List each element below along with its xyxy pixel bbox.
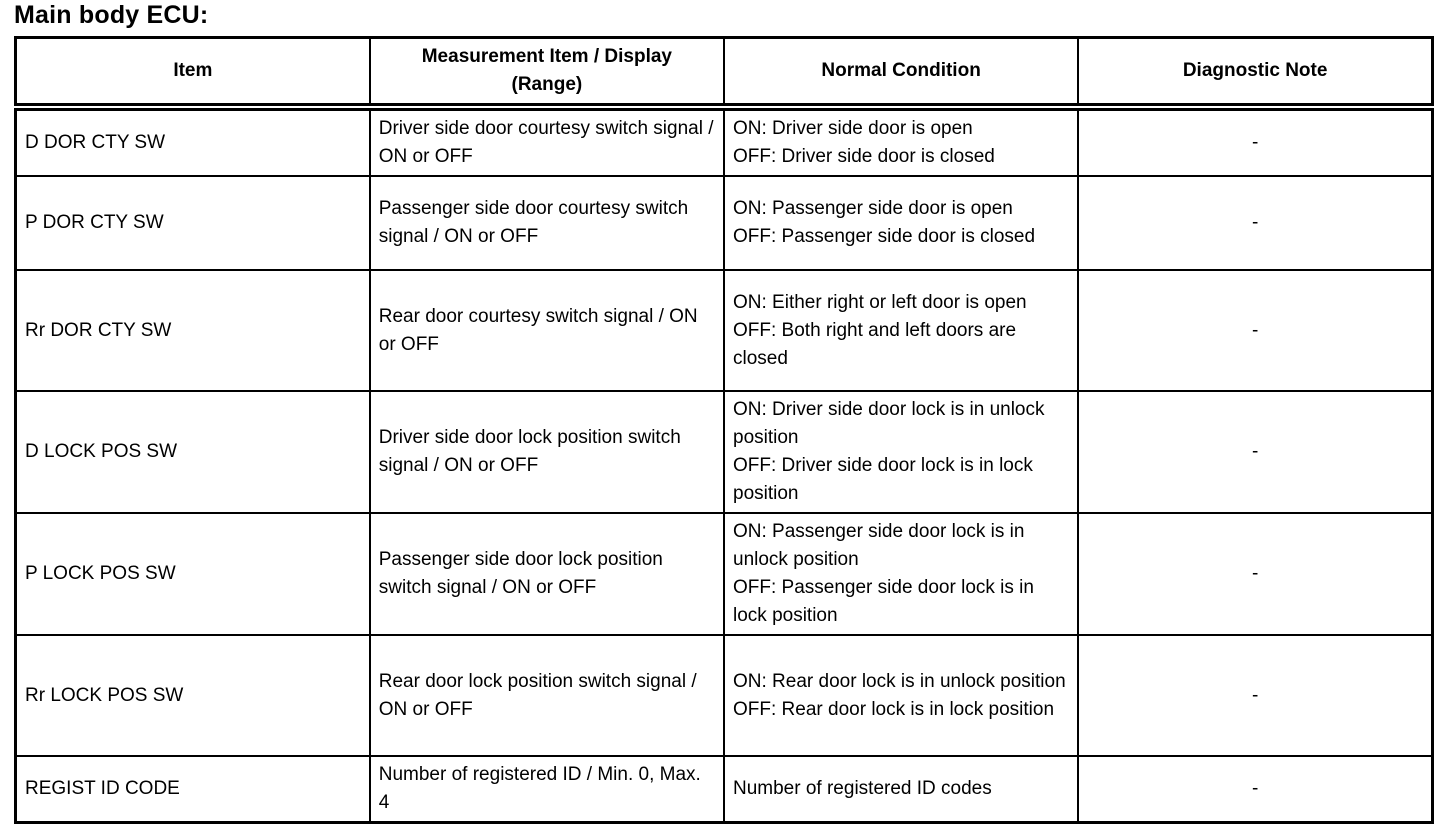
normal-condition-cell: ON: Passenger side door is open OFF: Pas…: [722, 175, 1080, 271]
measurement-cell: Passenger side door courtesy switch sign…: [368, 175, 726, 271]
measurement-cell: Number of registered ID / Min. 0, Max. 4: [368, 755, 726, 824]
ecu-data-table: Item Measurement Item / Display (Range) …: [14, 36, 1434, 824]
diagnostic-note-cell: -: [1077, 755, 1434, 824]
normal-condition-cell: ON: Driver side door lock is in unlock p…: [722, 390, 1080, 514]
diagnostic-note-cell: -: [1077, 634, 1434, 757]
measurement-cell: Passenger side door lock position switch…: [368, 512, 726, 636]
item-cell: Rr DOR CTY SW: [14, 269, 371, 392]
page-title: Main body ECU:: [14, 1, 209, 29]
diagnostic-note-cell: -: [1077, 512, 1434, 636]
item-cell: P LOCK POS SW: [14, 512, 371, 636]
item-cell: REGIST ID CODE: [14, 755, 371, 824]
table-header: Item Measurement Item / Display (Range) …: [14, 36, 1434, 111]
table-row: Rr DOR CTY SW Rear door courtesy switch …: [14, 269, 1434, 392]
normal-condition-cell: ON: Driver side door is open OFF: Driver…: [722, 106, 1080, 177]
table-row: P DOR CTY SW Passenger side door courtes…: [14, 175, 1434, 271]
item-cell: D LOCK POS SW: [14, 390, 371, 514]
table-row: D DOR CTY SW Driver side door courtesy s…: [14, 106, 1434, 177]
header-diagnostic-note: Diagnostic Note: [1077, 36, 1434, 111]
header-row: Item Measurement Item / Display (Range) …: [14, 36, 1434, 111]
normal-condition-cell: ON: Either right or left door is open OF…: [722, 269, 1080, 392]
item-cell: Rr LOCK POS SW: [14, 634, 371, 757]
diagnostic-note-cell: -: [1077, 390, 1434, 514]
measurement-cell: Driver side door lock position switch si…: [368, 390, 726, 514]
table-row: P LOCK POS SW Passenger side door lock p…: [14, 512, 1434, 636]
measurement-cell: Driver side door courtesy switch signal …: [368, 106, 726, 177]
header-item: Item: [14, 36, 371, 111]
header-normal-condition: Normal Condition: [722, 36, 1080, 111]
measurement-cell: Rear door lock position switch signal / …: [368, 634, 726, 757]
table-row: Rr LOCK POS SW Rear door lock position s…: [14, 634, 1434, 757]
item-cell: P DOR CTY SW: [14, 175, 371, 271]
header-measurement: Measurement Item / Display (Range): [368, 36, 726, 111]
normal-condition-cell: ON: Passenger side door lock is in unloc…: [722, 512, 1080, 636]
table-body: D DOR CTY SW Driver side door courtesy s…: [14, 106, 1434, 824]
normal-condition-cell: ON: Rear door lock is in unlock position…: [722, 634, 1080, 757]
diagnostic-note-cell: -: [1077, 175, 1434, 271]
table-row: D LOCK POS SW Driver side door lock posi…: [14, 390, 1434, 514]
item-cell: D DOR CTY SW: [14, 106, 371, 177]
measurement-cell: Rear door courtesy switch signal / ON or…: [368, 269, 726, 392]
diagnostic-note-cell: -: [1077, 269, 1434, 392]
normal-condition-cell: Number of registered ID codes: [722, 755, 1080, 824]
table-row: REGIST ID CODE Number of registered ID /…: [14, 755, 1434, 824]
diagnostic-note-cell: -: [1077, 106, 1434, 177]
